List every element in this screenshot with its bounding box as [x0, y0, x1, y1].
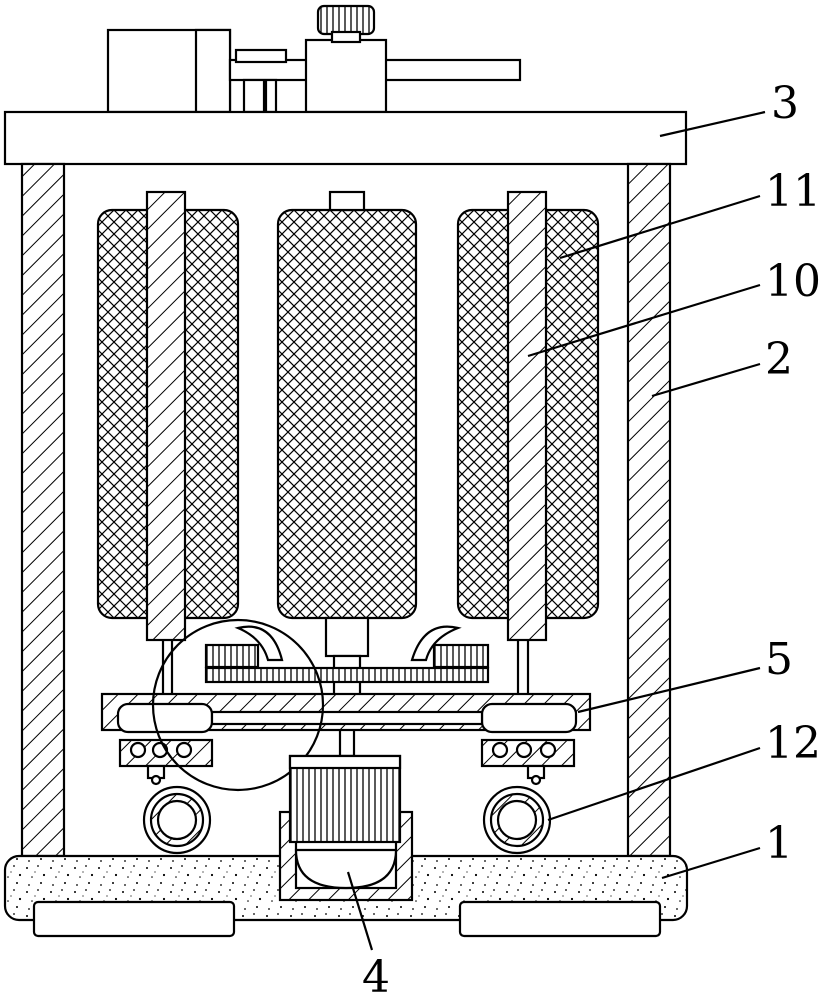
top-mechanism	[106, 4, 522, 114]
right-wall	[626, 162, 672, 858]
label-turntable: 5	[765, 634, 793, 685]
left-foot	[32, 900, 236, 938]
top-plate	[3, 110, 688, 166]
label-roller: 12	[765, 718, 821, 769]
label-base: 1	[765, 818, 793, 869]
label-support-rod: 10	[765, 256, 821, 307]
right-rod	[506, 190, 548, 642]
label-motor: 4	[362, 952, 390, 1000]
motor	[278, 754, 414, 902]
rod-legs	[161, 640, 530, 695]
rollers	[142, 785, 552, 855]
left-wall	[20, 162, 66, 858]
center-shaft	[324, 616, 370, 758]
right-foot	[458, 900, 662, 938]
turntable	[100, 692, 592, 786]
gear-mechanism	[204, 625, 490, 684]
detail-circle	[151, 618, 325, 792]
label-side-wall: 2	[765, 334, 793, 385]
leader-lines	[346, 110, 766, 951]
left-rod	[145, 190, 187, 642]
label-top-plate: 3	[771, 78, 799, 129]
label-filter-cartridge: 11	[765, 166, 821, 217]
